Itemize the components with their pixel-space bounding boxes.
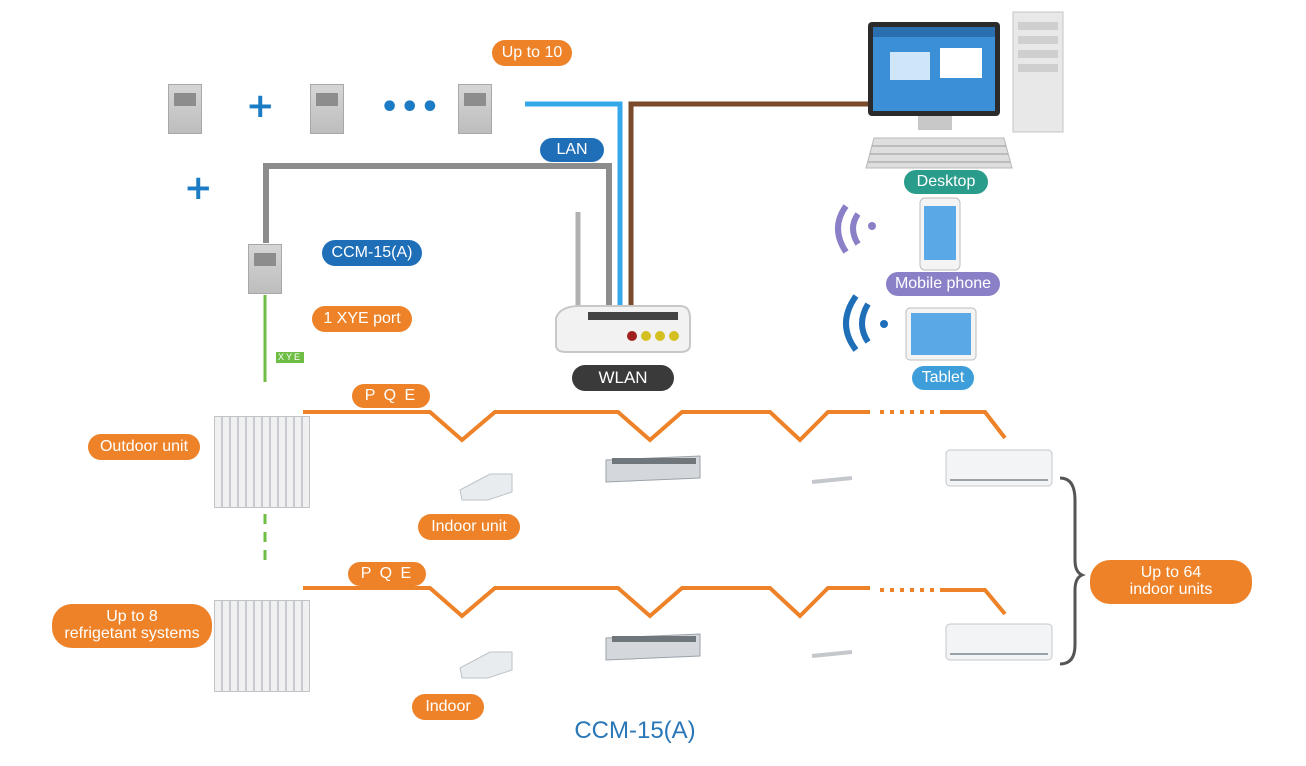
pqe-line-bottom	[303, 586, 870, 619]
tablet-icon	[905, 307, 977, 361]
label-ccm: CCM-15(A)	[322, 240, 422, 266]
wifi-signal-icon	[835, 204, 876, 254]
plus-sign: +	[184, 168, 213, 208]
gray-cable	[263, 163, 612, 305]
label-up-to-8: Up to 8 refrigetant systems	[52, 604, 212, 648]
label-mobile-phone: Mobile phone	[886, 272, 1000, 296]
router-icon	[555, 212, 691, 353]
label-xye-port: 1 XYE port	[312, 306, 412, 332]
controller-icon	[168, 84, 202, 134]
label-wlan: WLAN	[572, 365, 674, 391]
desktop-cable	[628, 101, 870, 305]
wifi-signal-icon	[843, 294, 888, 352]
ellipsis: •••	[380, 90, 441, 125]
label-lan: LAN	[540, 138, 604, 162]
controller-icon	[458, 84, 492, 134]
label-up-to-8-line2: refrigetant systems	[64, 625, 200, 642]
xye-tag: XYE	[276, 352, 305, 363]
indoor-unit-icon	[459, 449, 1053, 501]
label-pqe-top: P Q E	[352, 384, 430, 408]
label-up-to-64: Up to 64 indoor units	[1090, 560, 1252, 604]
pqe-line-top	[303, 410, 870, 443]
label-up-to-64-line2: indoor units	[1129, 581, 1213, 598]
label-up-to-10: Up to 10	[492, 40, 572, 66]
label-up-to-8-line1: Up to 8	[106, 608, 158, 626]
outdoor-unit-icon	[214, 416, 310, 508]
label-desktop: Desktop	[904, 170, 988, 194]
lan-cable	[525, 101, 623, 305]
diagram-caption: CCM-15(A)	[574, 717, 696, 744]
label-pqe-bottom: P Q E	[348, 562, 426, 586]
mobile-phone-icon	[919, 197, 961, 271]
label-up-to-64-line1: Up to 64	[1140, 564, 1202, 582]
label-indoor-unit: Indoor unit	[418, 514, 520, 540]
indoor-unit-icon	[459, 623, 1053, 679]
label-outdoor-unit: Outdoor unit	[88, 434, 200, 460]
label-indoor: Indoor	[412, 694, 484, 720]
plus-sign: +	[246, 86, 275, 126]
bracket	[1059, 476, 1086, 666]
controller-icon	[310, 84, 344, 134]
desktop-computer-icon	[865, 11, 1064, 169]
outdoor-unit-icon	[214, 600, 310, 692]
ccm-controller-icon	[248, 244, 282, 294]
label-tablet: Tablet	[912, 366, 974, 390]
